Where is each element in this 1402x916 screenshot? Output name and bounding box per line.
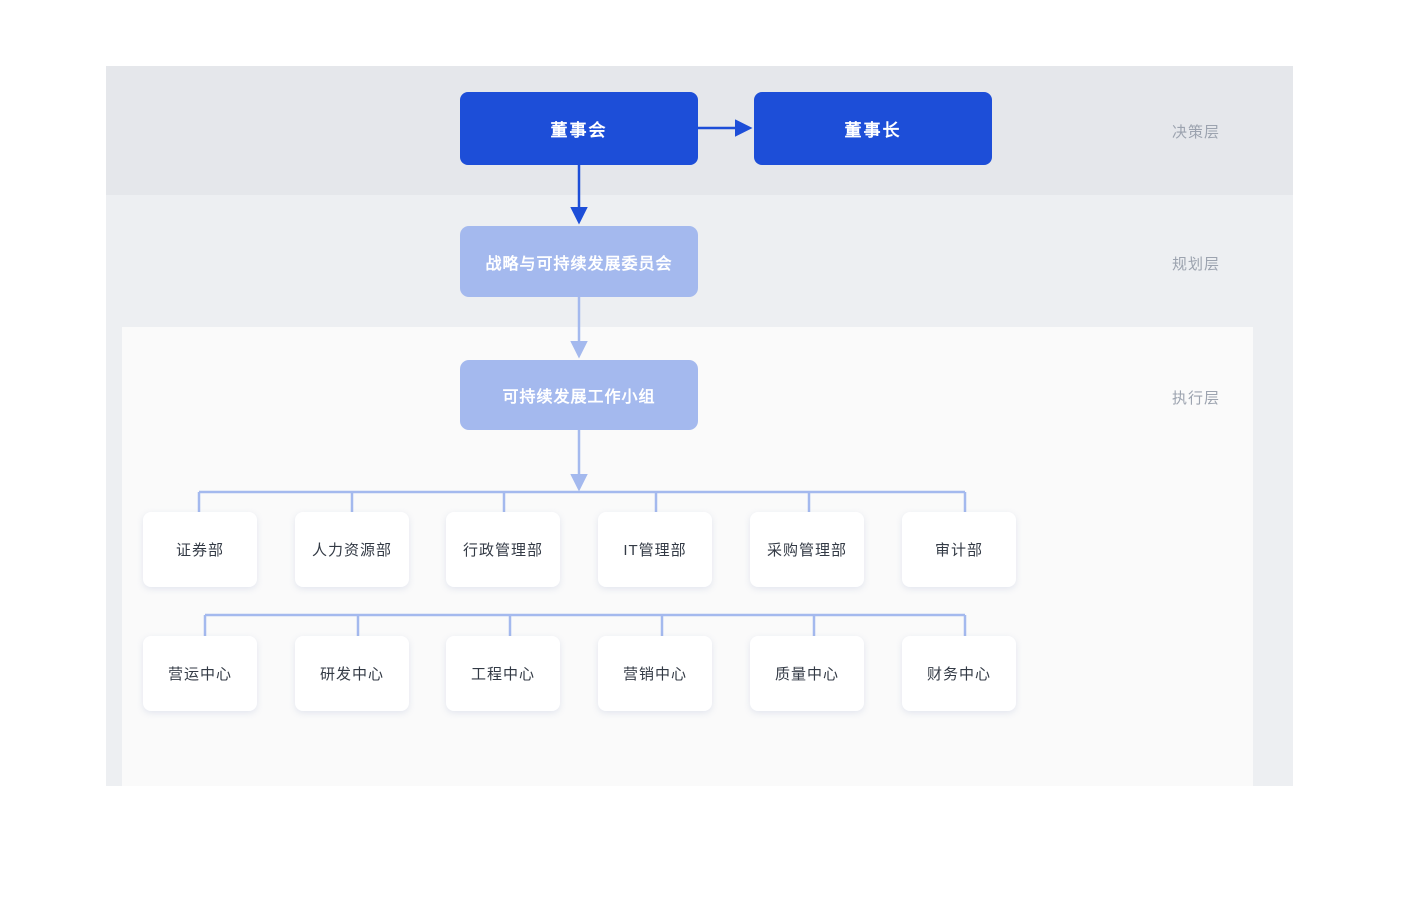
node-department-3[interactable]: 行政管理部 — [446, 512, 560, 587]
layer-label-decision: 决策层 — [1172, 124, 1221, 141]
node-center-4[interactable]: 营销中心 — [598, 636, 712, 711]
node-center-3[interactable]: 工程中心 — [446, 636, 560, 711]
layer-label-execution: 执行层 — [1172, 390, 1221, 407]
node-sustainability-working-group[interactable]: 可持续发展工作小组 — [460, 360, 698, 430]
node-chairman[interactable]: 董事长 — [754, 92, 992, 165]
node-department-5[interactable]: 采购管理部 — [750, 512, 864, 587]
node-strategy-sustainability-committee[interactable]: 战略与可持续发展委员会 — [460, 226, 698, 297]
node-department-6[interactable]: 审计部 — [902, 512, 1016, 587]
node-center-1[interactable]: 营运中心 — [143, 636, 257, 711]
layer-band-decision — [106, 66, 1293, 195]
node-center-6[interactable]: 财务中心 — [902, 636, 1016, 711]
node-department-1[interactable]: 证券部 — [143, 512, 257, 587]
node-department-2[interactable]: 人力资源部 — [295, 512, 409, 587]
node-center-2[interactable]: 研发中心 — [295, 636, 409, 711]
node-center-5[interactable]: 质量中心 — [750, 636, 864, 711]
layer-label-planning: 规划层 — [1172, 256, 1221, 273]
node-department-4[interactable]: IT管理部 — [598, 512, 712, 587]
node-board-of-directors[interactable]: 董事会 — [460, 92, 698, 165]
